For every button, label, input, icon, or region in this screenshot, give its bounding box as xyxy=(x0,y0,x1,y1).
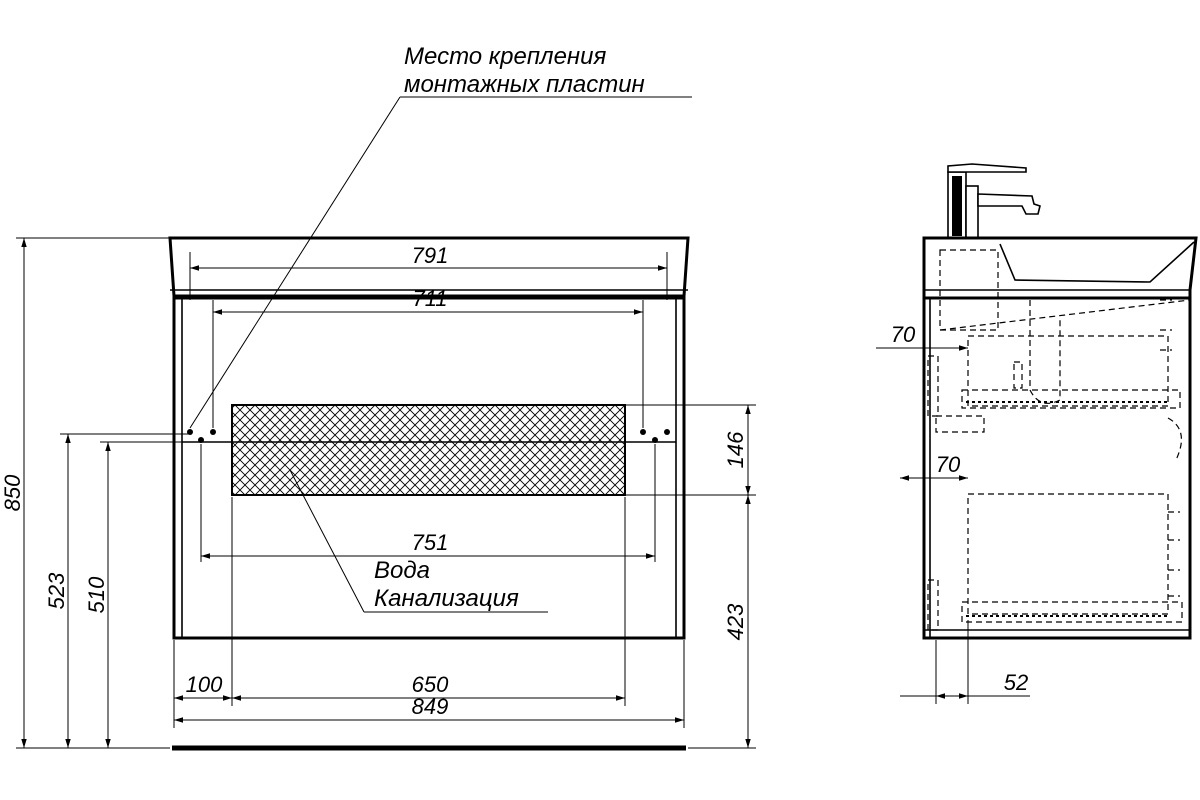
basin-outline xyxy=(168,236,690,298)
dim-100: 100 xyxy=(186,672,223,697)
side-dim-70-top: 70 xyxy=(891,322,916,347)
dim-510: 510 xyxy=(84,576,109,613)
dim-751: 751 xyxy=(412,530,449,555)
mount-points xyxy=(187,429,670,443)
dim-650: 650 xyxy=(412,672,449,697)
dim-523: 523 xyxy=(44,572,69,609)
side-dim-52: 52 xyxy=(1004,670,1028,695)
side-dim-70-mid: 70 xyxy=(936,452,961,477)
dim-423: 423 xyxy=(723,603,748,640)
dim-711: 711 xyxy=(412,286,447,311)
side-cabinet-outline xyxy=(922,296,1192,640)
faucet xyxy=(947,163,1041,239)
dim-849: 849 xyxy=(412,694,449,719)
label-sewer: Канализация xyxy=(374,585,519,612)
dim-791: 791 xyxy=(412,243,449,268)
label-mount-line2: монтажных пластин xyxy=(404,71,645,98)
cabinet-outline xyxy=(172,296,686,640)
dim-146: 146 xyxy=(723,431,748,468)
front-view: 791 711 751 850 523 510 146 423 xyxy=(0,43,756,751)
plumbing-zone xyxy=(231,404,626,496)
hidden-lines xyxy=(927,249,1191,631)
label-mount-line1: Место крепления xyxy=(404,43,606,70)
label-water: Вода xyxy=(374,557,430,584)
side-basin-outline xyxy=(922,236,1198,300)
side-view: 70 70 52 xyxy=(876,163,1198,704)
dim-850: 850 xyxy=(0,474,25,511)
